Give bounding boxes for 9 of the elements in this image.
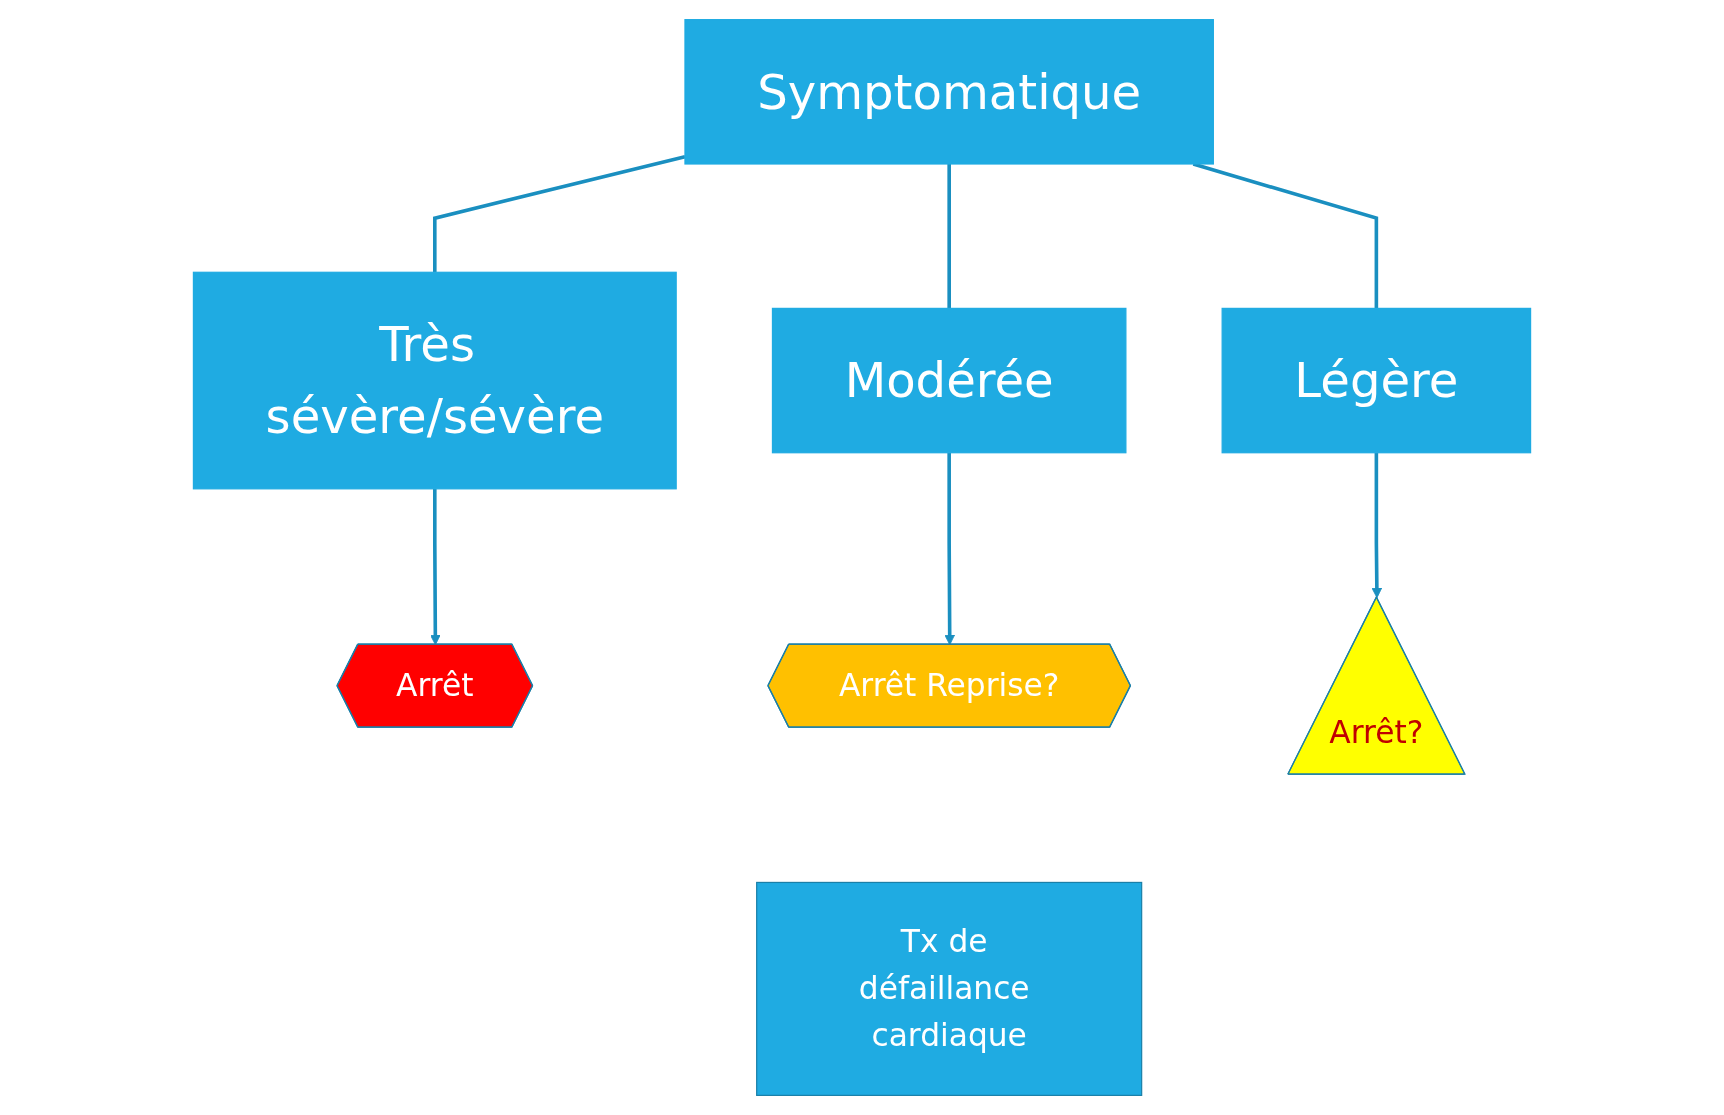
node-box — [771, 307, 1127, 454]
node-box — [1221, 307, 1532, 454]
node-box — [684, 19, 1214, 165]
node-box — [756, 881, 1143, 1096]
connector — [947, 164, 951, 309]
arrow — [1371, 452, 1383, 599]
node-box — [192, 271, 677, 490]
arrow — [944, 452, 955, 646]
arrow — [430, 488, 441, 646]
